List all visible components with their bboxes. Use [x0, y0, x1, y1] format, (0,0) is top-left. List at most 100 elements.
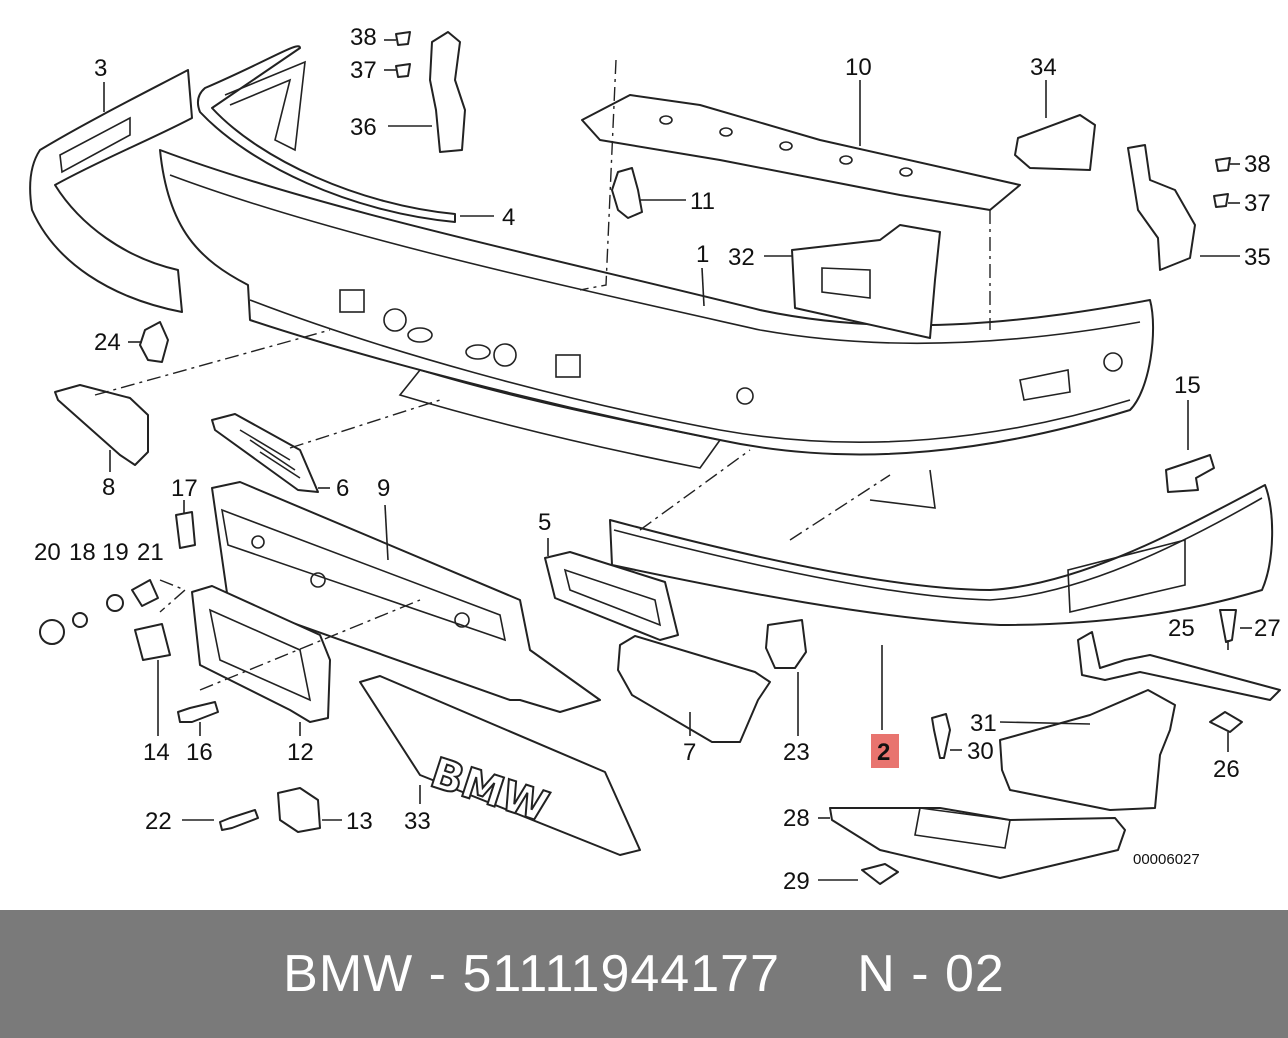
leader-lines: [103, 39, 1252, 881]
impact-strip-top-edge: [613, 497, 1263, 601]
nut-21: [131, 579, 159, 607]
clip-17: [175, 511, 196, 549]
label-22: 22: [145, 808, 172, 835]
bracket-24: [139, 321, 169, 363]
bumper-shell-slot: [465, 344, 491, 360]
screw-38-left: [395, 31, 411, 46]
impact-strip-recess: [1067, 538, 1186, 613]
label-12: 12: [287, 739, 314, 766]
label-1: 1: [696, 241, 709, 268]
label-17: 17: [171, 475, 198, 502]
bracket-12: [191, 585, 331, 723]
reference-number: 00006027: [1133, 851, 1200, 868]
air-duct-31: [999, 689, 1176, 811]
label-16: 16: [186, 739, 213, 766]
bumper-shell-hole: [383, 308, 407, 332]
bumper-shell-square-hole: [555, 354, 581, 378]
label-6: 6: [336, 475, 349, 502]
plug-20: [39, 619, 65, 645]
bumper-shell-lower-grille: [398, 369, 722, 469]
label-29: 29: [783, 868, 810, 895]
grille-5-inner: [563, 568, 662, 627]
screw-37-left: [395, 63, 411, 78]
screw-22: [219, 809, 259, 831]
label-20: 20: [34, 539, 61, 566]
assembly-line-d: [199, 599, 421, 691]
label-19: 19: [102, 539, 129, 566]
label-38-left: 38: [350, 24, 377, 51]
grille-insert-6-slats: [239, 429, 301, 479]
bumper-shell-lower-rib: [869, 469, 936, 509]
bumper-shell-square-hole: [339, 289, 365, 313]
bumper-shell-hole: [1103, 352, 1123, 372]
assembly-line-a: [94, 329, 331, 396]
label-24: 24: [94, 329, 121, 356]
part-number-text: BMW - 51111944177 N - 02: [283, 945, 1005, 1003]
label-27: 27: [1254, 615, 1281, 642]
label-26: 26: [1213, 756, 1240, 783]
label-18: 18: [69, 539, 96, 566]
label-36: 36: [350, 114, 377, 141]
grille-33: [359, 675, 641, 856]
parts-diagram: BMW: [29, 24, 1281, 895]
clip-11: [611, 167, 643, 219]
impact-strip: [609, 484, 1274, 626]
label-31: 31: [970, 710, 997, 737]
label-9: 9: [377, 475, 390, 502]
bracket-34: [1014, 114, 1096, 171]
assembly-line-f: [789, 474, 891, 541]
clip-26: [1209, 711, 1243, 733]
assembly-line-b: [289, 399, 441, 449]
bumper-shell-side-slot: [1019, 369, 1071, 401]
label-28: 28: [783, 805, 810, 832]
label-35: 35: [1244, 244, 1271, 271]
screw-18: [72, 612, 88, 628]
label-3: 3: [94, 55, 107, 82]
carrier-axis: [579, 59, 617, 291]
clip-15: [1165, 454, 1215, 493]
bumper-shell-lower-edge: [249, 299, 1131, 444]
label-34: 34: [1030, 54, 1057, 81]
plate-carrier-9-hole: [251, 535, 265, 549]
label-10: 10: [845, 54, 872, 81]
cover-8: [54, 384, 149, 466]
label-14: 14: [143, 739, 170, 766]
bumper-shell-hole: [493, 343, 517, 367]
bracket-25: [1077, 631, 1281, 701]
label-33: 33: [404, 808, 431, 835]
label-21: 21: [137, 539, 164, 566]
label-7: 7: [683, 739, 696, 766]
bolt-30: [931, 713, 951, 759]
bracket-23: [765, 619, 807, 669]
bumper-carrier-holes: [659, 115, 913, 177]
screw-38-right: [1215, 157, 1231, 172]
screw-37-right: [1213, 193, 1229, 208]
fog-light-7: [617, 635, 771, 743]
screw-16: [177, 701, 219, 723]
label-30: 30: [967, 738, 994, 765]
bumper-carrier: [581, 94, 1021, 211]
label-37-left: 37: [350, 57, 377, 84]
spoiler-28: [829, 807, 1126, 879]
plate-13: [277, 787, 321, 833]
highlight-box: [871, 734, 899, 768]
assembly-line-c: [159, 579, 187, 613]
label-25: 25: [1168, 615, 1195, 642]
label-37-right: 37: [1244, 190, 1271, 217]
label-11: 11: [690, 188, 715, 215]
callout-labels: 3 4 1 10 34 11 32 35 15 36 38 37 38 37 2…: [34, 24, 1281, 895]
bumper-shell-slot: [407, 327, 433, 343]
label-8: 8: [102, 474, 115, 501]
part-number-footer: BMW - 51111944177 N - 02: [0, 910, 1288, 1038]
label-13: 13: [346, 808, 373, 835]
washer-19: [106, 594, 124, 612]
clip-29: [861, 863, 899, 885]
bracket-36: [429, 31, 466, 153]
bumper-shell: [159, 149, 1155, 456]
screw-27: [1219, 609, 1237, 643]
left-corner-cover-inner: [59, 116, 131, 174]
assembly-line-e: [639, 449, 751, 531]
spoiler-28-duct: [914, 807, 1011, 849]
plate-carrier-9-hole: [454, 612, 470, 628]
plate-14: [134, 623, 171, 661]
